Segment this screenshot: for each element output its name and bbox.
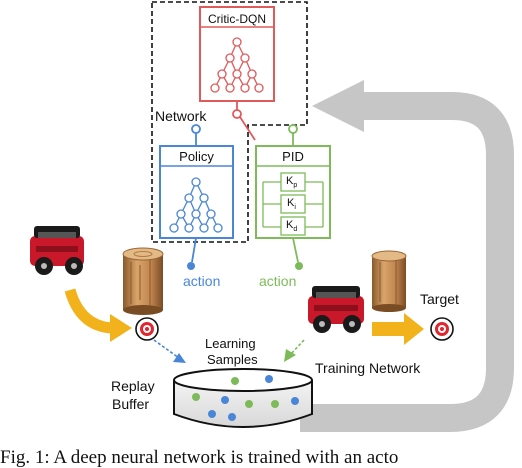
replay-buffer-line1: Replay xyxy=(111,378,155,394)
blue-sample-arrow xyxy=(153,339,186,363)
target-right-icon xyxy=(430,317,454,341)
critic-dqn-box xyxy=(199,6,275,141)
learning-samples-line1: Learning xyxy=(205,336,256,351)
network-boundary xyxy=(151,1,308,243)
policy-box xyxy=(159,124,234,270)
action-label-policy: action xyxy=(183,273,221,289)
pid-block-icon xyxy=(262,172,324,236)
obstacle-log-right xyxy=(371,250,407,312)
network-label: Network xyxy=(155,108,207,124)
kd-label: Kd xyxy=(286,219,298,234)
obstacle-log-left xyxy=(122,247,164,315)
action-label-pid: action xyxy=(259,273,297,289)
figure-caption: Fig. 1: A deep neural network is trained… xyxy=(0,448,399,468)
ki-label: Ki xyxy=(287,197,296,212)
policy-tree-icon xyxy=(169,177,223,233)
replay-buffer-line2: Buffer xyxy=(112,396,150,412)
target-label: Target xyxy=(420,291,459,307)
yellow-turn-arrowhead xyxy=(110,314,132,342)
pid-box xyxy=(255,124,331,270)
kp-label: Kp xyxy=(286,175,298,190)
learning-samples-line2: Samples xyxy=(207,352,258,367)
robot-left-icon xyxy=(30,226,84,275)
robot-right-icon xyxy=(308,286,364,333)
yellow-turn-arrow xyxy=(64,288,113,334)
replay-buffer-drum xyxy=(173,368,313,428)
pid-title: PID xyxy=(282,149,304,164)
target-left-icon xyxy=(135,317,159,341)
training-network-label: Training Network xyxy=(315,360,421,376)
policy-title: Policy xyxy=(179,149,214,164)
green-sample-arrow xyxy=(284,339,305,362)
critic-tree-icon xyxy=(210,37,264,93)
feedback-arrow xyxy=(300,80,514,432)
yellow-forward-arrow xyxy=(372,313,424,345)
critic-dqn-title: Critic-DQN xyxy=(208,12,266,26)
